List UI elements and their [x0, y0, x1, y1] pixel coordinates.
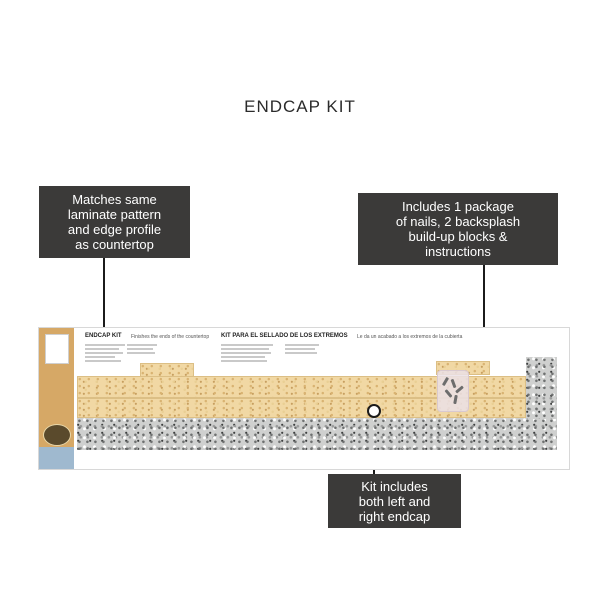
package-heading-en: ENDCAP KIT [85, 333, 122, 339]
package-heading-es: KIT PARA EL SELLADO DE LOS EXTREMOS [221, 333, 348, 339]
brand-logo [43, 424, 71, 446]
fine-print [221, 360, 267, 362]
page-title: ENDCAP KIT [244, 97, 356, 116]
package-subtitle-en: Finishes the ends of the countertop [131, 334, 210, 340]
fine-print [85, 360, 121, 362]
package-subtitle-es: Le da un acabado a los extremos de la cu… [357, 334, 463, 340]
callout-pattern: Matches same laminate pattern and edge p… [39, 186, 190, 258]
package-side-tab-blue [39, 447, 74, 469]
package-side-tab [39, 328, 74, 469]
callout-includes: Includes 1 package of nails, 2 backsplas… [358, 193, 558, 265]
fine-print [285, 352, 317, 354]
fine-print [127, 352, 155, 354]
fine-print [221, 352, 271, 354]
granite-endcap-edge [77, 418, 557, 450]
build-up-block-left [140, 363, 194, 377]
granite-endcap-side [526, 357, 557, 419]
fine-print [221, 356, 265, 358]
callout-pattern-text: Matches same laminate pattern and edge p… [67, 192, 162, 252]
callout-includes-text: Includes 1 package of nails, 2 backsplas… [395, 199, 521, 259]
includes-connector-line [483, 265, 485, 351]
fine-print [127, 344, 157, 346]
fine-print [285, 348, 315, 350]
nails-package [437, 370, 469, 412]
endcap-laminate-bottom [77, 398, 526, 418]
fine-print [221, 344, 273, 346]
fine-print [85, 344, 125, 346]
fine-print [85, 348, 119, 350]
fine-print [285, 344, 319, 346]
endcaps-connector-dot [367, 404, 381, 418]
fine-print [221, 348, 269, 350]
callout-endcaps-text: Kit includes both left and right endcap [358, 478, 431, 524]
endcap-laminate-top [77, 376, 526, 398]
fine-print [127, 348, 153, 350]
fine-print [85, 356, 115, 358]
package-window [45, 334, 69, 364]
callout-endcaps: Kit includes both left and right endcap [328, 474, 461, 528]
fine-print [85, 352, 123, 354]
